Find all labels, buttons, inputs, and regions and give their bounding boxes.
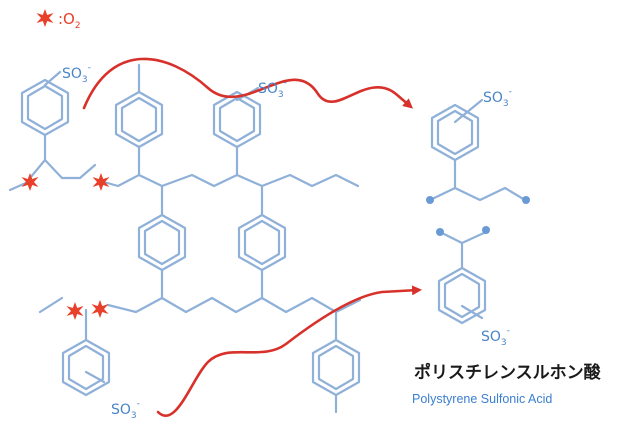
benzene-ring xyxy=(237,213,287,272)
singlet-oxygen-burst-icon xyxy=(66,302,84,320)
chain-end-dot xyxy=(436,228,444,236)
chain-end-dot xyxy=(426,196,434,204)
cleaved-fragment-bottom xyxy=(436,226,490,325)
caption-english: Polystyrene Sulfonic Acid xyxy=(412,392,553,406)
benzene-ring xyxy=(114,90,164,149)
singlet-oxygen-burst-icon xyxy=(36,9,54,27)
benzene-ring xyxy=(137,213,187,272)
singlet-oxygen-burst-icon xyxy=(91,300,109,318)
chain-end-dot xyxy=(482,226,490,234)
sulfonate-label: SO3- xyxy=(62,63,91,85)
benzene-ring xyxy=(20,78,70,137)
sulfonate-label: SO3- xyxy=(483,87,512,109)
cleaved-fragment-top xyxy=(426,98,530,204)
polymer-network xyxy=(8,63,362,414)
benzene-ring xyxy=(311,338,361,397)
chain-end-dot xyxy=(522,196,530,204)
legend-label: :O2 xyxy=(58,10,81,31)
benzene-ring xyxy=(437,266,487,325)
singlet-oxygen-burst-icon xyxy=(21,173,39,191)
sulfonate-label: SO3- xyxy=(258,78,287,100)
caption-japanese: ポリスチレンスルホン酸 xyxy=(414,363,601,383)
attack-sites xyxy=(21,173,110,320)
degradation-arrow-top xyxy=(82,57,414,110)
singlet-oxygen-burst-icon xyxy=(92,173,110,191)
sulfonate-label: SO3- xyxy=(481,326,510,348)
legend: :O2 xyxy=(36,9,81,31)
benzene-ring xyxy=(430,103,480,162)
benzene-ring xyxy=(61,338,111,397)
sulfonate-label: SO3- xyxy=(111,399,140,421)
degradation-arrow-bottom xyxy=(156,285,422,417)
